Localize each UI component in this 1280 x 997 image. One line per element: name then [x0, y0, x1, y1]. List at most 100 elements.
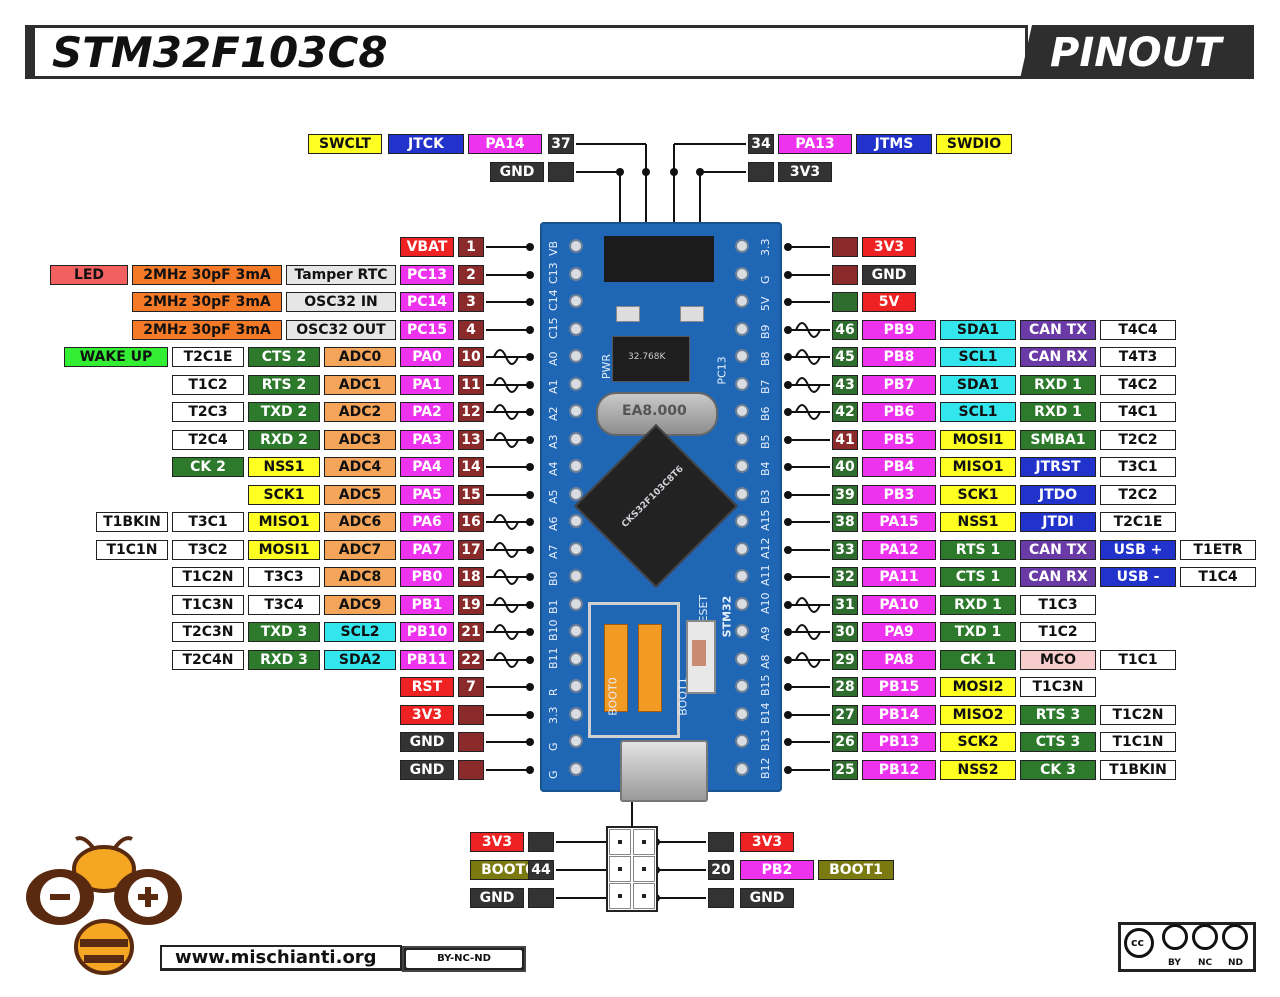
- pin-function-label: T1C1: [1100, 650, 1176, 670]
- board-pin-label: A7: [547, 544, 560, 559]
- boot-label: GND: [740, 888, 794, 908]
- pin-name-label: PA11: [862, 567, 936, 587]
- boot-jumper-area: [588, 602, 680, 738]
- board-pin-label: A2: [547, 406, 560, 421]
- reset-button-cap: [692, 640, 706, 666]
- pin-number-label: 11: [458, 375, 484, 395]
- pin-function-label: OSC32 OUT: [286, 320, 396, 340]
- header-pin: [735, 762, 749, 776]
- pin-dot: [784, 243, 792, 251]
- pin-function-label: SCL2: [324, 622, 396, 642]
- pin-dot: [526, 353, 534, 361]
- pc13-led: [680, 306, 704, 322]
- pin-name-label: PA3: [400, 430, 454, 450]
- pin-dot: [526, 601, 534, 609]
- pin-function-label: T1BKIN: [1100, 760, 1176, 780]
- header-pin: [735, 487, 749, 501]
- header-pin: [569, 459, 583, 473]
- pin-name-label: PB6: [862, 402, 936, 422]
- pin-dot: [526, 408, 534, 416]
- pc13-text: PC13: [715, 356, 729, 385]
- header-pin: [735, 542, 749, 556]
- pin-name-label: PB8: [862, 347, 936, 367]
- pin-function-label: SDA1: [940, 375, 1016, 395]
- header-pin: [735, 459, 749, 473]
- pin-dot: [784, 738, 792, 746]
- header-pin: [735, 597, 749, 611]
- pin-dot: [526, 546, 534, 554]
- pin-function-label: CTS 1: [940, 567, 1016, 587]
- pin-function-label: T1C2: [172, 375, 244, 395]
- pin-function-label: T2C2: [1100, 485, 1176, 505]
- pin-function-label: CK 3: [1020, 760, 1096, 780]
- header-pin: [735, 432, 749, 446]
- pin-function-label: SDA1: [940, 320, 1016, 340]
- header-pin: [735, 569, 749, 583]
- pin-function-label: TXD 2: [248, 402, 320, 422]
- board-pin-label: B6: [759, 406, 772, 421]
- pin-function-label: CAN RX: [1020, 567, 1096, 587]
- cc-icon: [1124, 928, 1154, 958]
- swd-label: PA14: [468, 134, 542, 154]
- pin-function-label: SCL1: [940, 402, 1016, 422]
- pin-function-label: CTS 2: [248, 347, 320, 367]
- pin-function-label: T2C3: [172, 402, 244, 422]
- header-pin: [569, 514, 583, 528]
- stm32-text: STM32: [720, 595, 734, 638]
- header-pin: [735, 624, 749, 638]
- header-pin: [735, 652, 749, 666]
- header-pin: [735, 514, 749, 528]
- pin-function-label: WAKE UP: [64, 347, 168, 367]
- board-pin-label: B3: [759, 489, 772, 504]
- pin-dot: [526, 298, 534, 306]
- board-pin-label: B7: [759, 379, 772, 394]
- pin-function-label: SCK1: [248, 485, 320, 505]
- header-pin: [735, 294, 749, 308]
- five-volt-tolerant-icon: [493, 514, 519, 530]
- pin-number-label: [458, 732, 484, 752]
- pin-function-label: T1C3N: [1020, 677, 1096, 697]
- board-pin-label: B13: [759, 729, 772, 751]
- rtc-crystal: [612, 336, 690, 382]
- pin-number-label: [832, 265, 858, 285]
- by-text: BY: [1168, 958, 1181, 968]
- pin-function-label: T2C4N: [172, 650, 244, 670]
- pin-number-label: 22: [458, 650, 484, 670]
- pin-name-label: PB9: [862, 320, 936, 340]
- pin-dot: [784, 298, 792, 306]
- pin-number-label: [528, 888, 554, 908]
- pin-name-label: PA12: [862, 540, 936, 560]
- header-pin: [569, 349, 583, 363]
- pin-function-label: T1C1N: [96, 540, 168, 560]
- pin-function-label: ADC3: [324, 430, 396, 450]
- pin-number-label: 15: [458, 485, 484, 505]
- cc-license-small-text: BY-NC-ND: [406, 950, 522, 968]
- pin-function-label: ADC8: [324, 567, 396, 587]
- pin-name-label: PB5: [862, 430, 936, 450]
- nc-icon: [1192, 924, 1218, 950]
- pin-function-label: SCK1: [940, 485, 1016, 505]
- pin-number-label: 17: [458, 540, 484, 560]
- header-pin: [569, 322, 583, 336]
- pin-number-label: 12: [458, 402, 484, 422]
- pin-number-label: 34: [748, 134, 774, 154]
- pin-number-label: 18: [458, 567, 484, 587]
- board-pin-label: C14: [547, 289, 560, 311]
- header-pin: [569, 707, 583, 721]
- header-pin: [735, 377, 749, 391]
- pin-dot: [784, 408, 792, 416]
- five-volt-tolerant-icon: [493, 569, 519, 585]
- pin-function-label: CK 1: [940, 650, 1016, 670]
- title-bar: [25, 25, 1028, 79]
- pin-function-label: MOSI1: [940, 430, 1016, 450]
- micro-usb-connector: [620, 740, 708, 802]
- pin-number-label: [458, 705, 484, 725]
- pin-number-label: 46: [832, 320, 858, 340]
- pin-function-label: TXD 1: [940, 622, 1016, 642]
- pin-function-label: RTS 1: [940, 540, 1016, 560]
- five-volt-tolerant-icon: [795, 322, 821, 338]
- pin-dot: [526, 491, 534, 499]
- rtc-crystal-text: 32.768K: [628, 352, 666, 362]
- board-pin-label: A8: [759, 654, 772, 669]
- pin-name-label: PB12: [862, 760, 936, 780]
